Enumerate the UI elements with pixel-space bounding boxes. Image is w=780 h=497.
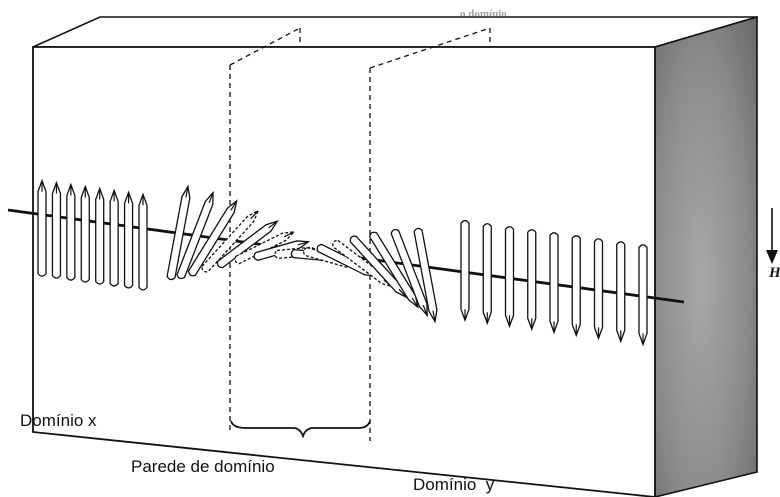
moment-arrow xyxy=(482,223,492,326)
moment-arrow xyxy=(504,226,515,329)
block-top-face xyxy=(32,16,758,48)
moment-arrow xyxy=(138,192,148,291)
domain-wall-brace xyxy=(230,420,371,439)
moment-arrow xyxy=(80,184,90,283)
block-front-face xyxy=(32,46,656,497)
moment-arrow xyxy=(616,241,626,344)
moment-arrow xyxy=(638,244,648,347)
moment-arrow xyxy=(37,178,47,277)
moment-arrow xyxy=(109,188,119,287)
moment-arrow xyxy=(349,235,408,299)
moment-arrow xyxy=(413,227,438,324)
block-side-face xyxy=(654,15,758,497)
moment-arrow xyxy=(201,209,260,273)
moment-arrow xyxy=(51,180,62,279)
moment-arrow xyxy=(66,182,76,281)
moment-arrow xyxy=(527,229,537,332)
top-text-fragment: o domínio xyxy=(460,8,507,20)
moment-arrow xyxy=(95,186,105,285)
moment-arrow xyxy=(123,190,134,289)
moment-arrow xyxy=(166,184,191,281)
domain-x-label: Domínio x xyxy=(20,411,97,430)
moment-arrow xyxy=(460,220,470,323)
magnetic-moments xyxy=(37,178,648,347)
moment-arrow xyxy=(216,220,279,269)
domain-wall-label: Parede de domínio xyxy=(131,457,275,476)
moment-arrow xyxy=(369,231,419,309)
moment-arrow xyxy=(593,238,604,341)
moment-arrow xyxy=(187,199,238,277)
moment-arrow xyxy=(176,190,214,280)
moment-arrow xyxy=(571,235,581,338)
moment-arrow xyxy=(549,232,559,335)
moment-arrow xyxy=(390,228,428,318)
field-arrow-icon xyxy=(766,208,778,264)
field-label: H xyxy=(769,265,780,281)
moment-arrow xyxy=(234,231,296,265)
domain-y-label: Domínio y xyxy=(413,475,495,494)
